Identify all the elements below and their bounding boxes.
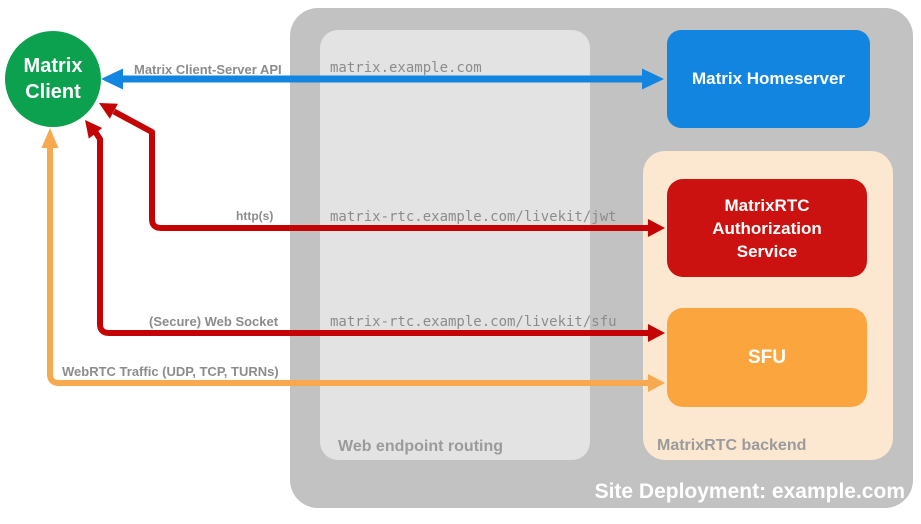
matrixrtc-authorization-service-node: MatrixRTC Authorization Service [667,179,867,277]
cs-api-label: Matrix Client-Server API [134,62,282,77]
matrix-homeserver-label: Matrix Homeserver [691,69,846,88]
auth-service-label-line3: Service [736,241,798,261]
matrixrtc-backend-label: MatrixRTC backend [657,437,807,454]
websocket-label: (Secure) Web Socket [149,314,279,329]
cs-api-route: matrix.example.com [330,60,482,76]
sfu-node: SFU [667,308,867,407]
web-endpoint-routing-label: Web endpoint routing [338,438,504,455]
matrix-client-node: Matrix Client [5,31,101,127]
sfu-label: SFU [748,346,786,368]
site-deployment-label: Site Deployment: example.com [594,480,905,503]
auth-service-label-line1: MatrixRTC [724,195,810,215]
http-label: http(s) [236,209,274,223]
matrix-homeserver-node: Matrix Homeserver [667,30,870,128]
matrix-client-label-line2: Client [25,81,81,103]
webrtc-label: WebRTC Traffic (UDP, TCP, TURNs) [62,364,279,379]
matrix-client-label-line1: Matrix [23,55,83,77]
http-route: matrix-rtc.example.com/livekit/jwt [330,209,617,225]
websocket-route: matrix-rtc.example.com/livekit/sfu [330,314,617,330]
auth-service-label-line2: Authorization [712,218,822,238]
web-endpoint-routing-zone [320,30,590,460]
